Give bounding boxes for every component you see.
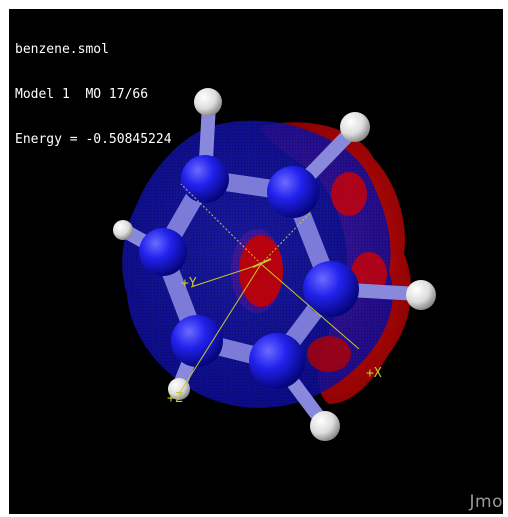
model-mo-label: Model 1 MO 17/66 xyxy=(15,87,149,102)
z-axis-line xyxy=(178,263,262,395)
file-name-label: benzene.smol xyxy=(15,42,109,57)
axes xyxy=(178,183,360,395)
jmol-logo[interactable]: Jmo xyxy=(469,492,503,512)
carbon-atoms xyxy=(139,155,359,389)
y-axis-line xyxy=(190,263,262,288)
z-axis-label: +Z xyxy=(167,391,183,406)
hydrogen-atoms xyxy=(113,88,436,441)
molecule-viewer-canvas[interactable]: benzene.smol Model 1 MO 17/66 Energy = -… xyxy=(9,9,503,514)
info-overlay: benzene.smol Model 1 MO 17/66 Energy = -… xyxy=(15,12,172,177)
x-axis-line xyxy=(260,263,360,350)
y-axis-label: +Y xyxy=(181,276,197,291)
orbital-node xyxy=(239,235,283,307)
energy-label: Energy = -0.50845224 xyxy=(15,132,172,147)
x-axis-label: +X xyxy=(366,366,382,381)
molecule-scene[interactable]: +X +Y +Z xyxy=(9,9,503,514)
